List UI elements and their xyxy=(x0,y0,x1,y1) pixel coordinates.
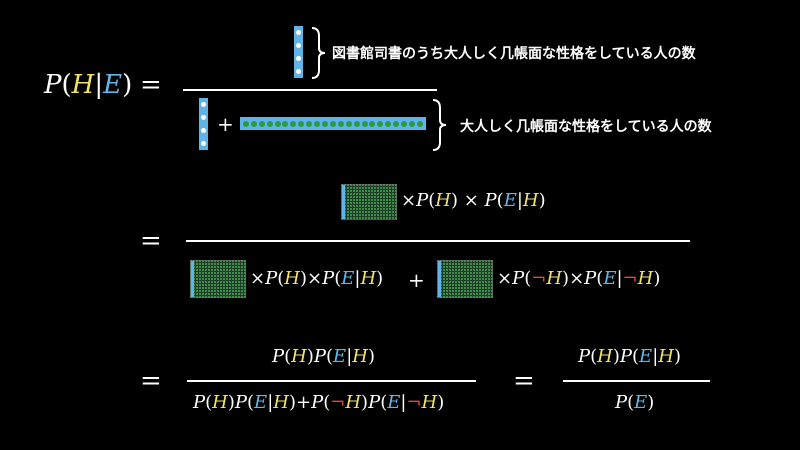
population-grid-numerator xyxy=(341,184,397,220)
row3-denominator: P(H)P(E|H)+P(¬H)P(E|¬H) xyxy=(193,392,445,413)
denominator-term-2: ×P(¬H)×P(E|¬H) xyxy=(497,268,661,289)
librarian-column-numerator xyxy=(294,26,303,78)
plus-sign-2: + xyxy=(408,268,425,292)
librarian-column-denominator xyxy=(199,98,208,150)
plus-sign-1: + xyxy=(217,112,234,136)
brace-bottom-icon xyxy=(432,99,447,151)
equals-sign-3: = xyxy=(140,366,162,396)
fraction-line-4 xyxy=(563,380,710,382)
equals-sign-1: = xyxy=(140,70,162,100)
numerator-expression: ×P(H) × P(E|H) xyxy=(401,190,546,211)
population-grid-denominator-2 xyxy=(437,260,493,298)
fraction-line-3 xyxy=(187,380,476,382)
fraction-line-2 xyxy=(186,240,690,242)
equals-sign-4: = xyxy=(513,366,535,396)
label-meek: 大人しく几帳面な性格をしている人の数 xyxy=(460,119,712,135)
denominator-term-1: ×P(H)×P(E|H) xyxy=(250,268,384,289)
equals-sign-2: = xyxy=(140,226,162,256)
final-numerator: P(H)P(E|H) xyxy=(578,346,681,367)
final-denominator: P(E) xyxy=(615,392,655,413)
row3-numerator: P(H)P(E|H) xyxy=(272,346,375,367)
farmer-bar xyxy=(240,117,426,130)
brace-top-icon xyxy=(311,27,326,79)
label-librarian-meek: 図書館司書のうち大人しく几帳面な性格をしている人の数 xyxy=(332,46,696,62)
fraction-line-1 xyxy=(183,89,437,91)
population-grid-denominator-1 xyxy=(190,260,246,298)
lhs-probability: P(H|E) xyxy=(44,70,133,100)
